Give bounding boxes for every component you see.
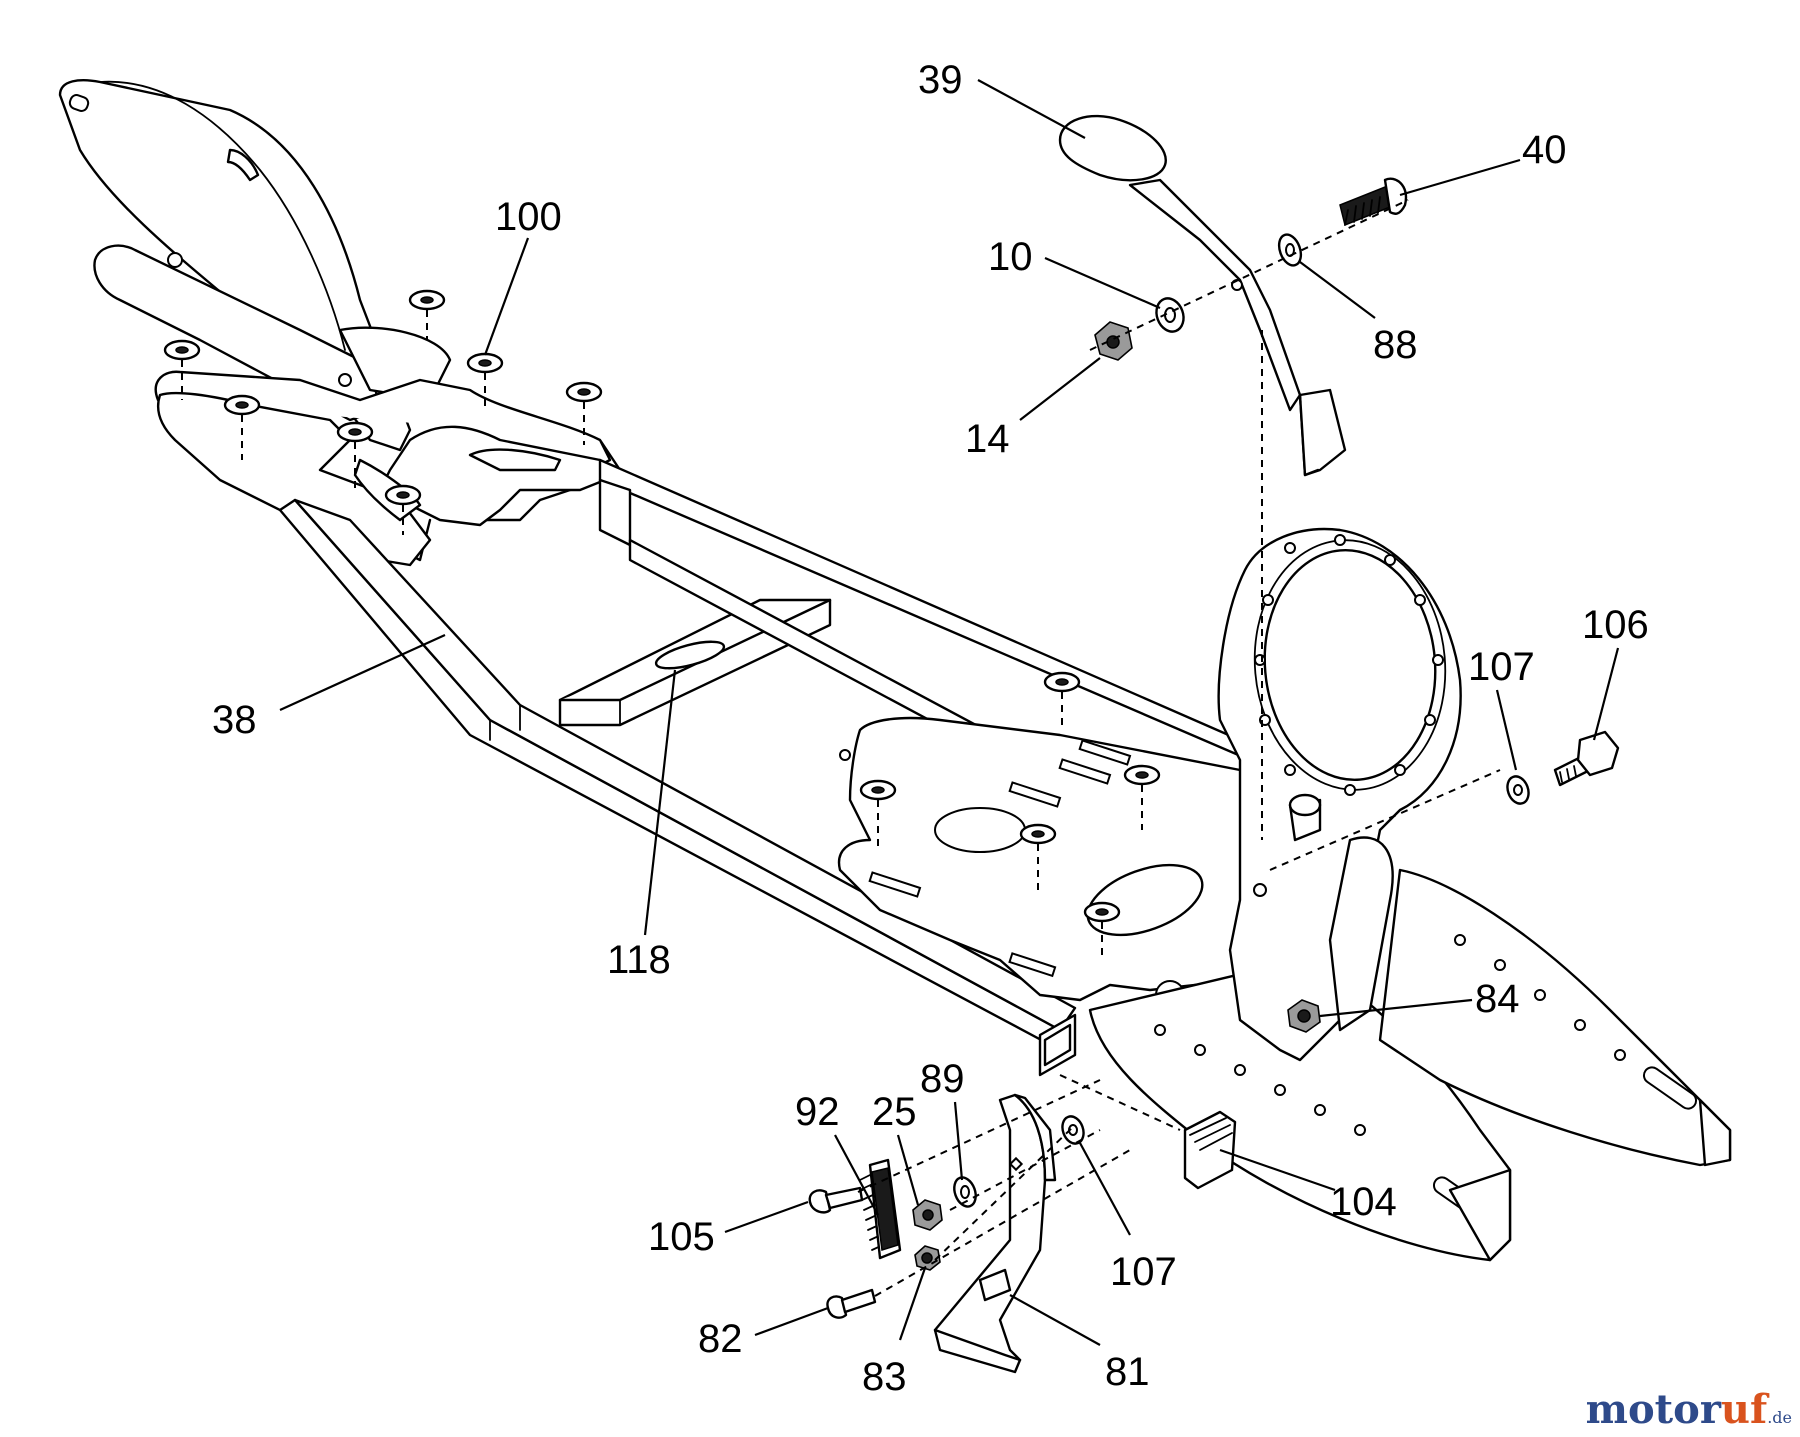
callout-39: 39 bbox=[918, 58, 963, 102]
washer-107-upper bbox=[1506, 775, 1530, 805]
callout-104: 104 bbox=[1330, 1180, 1397, 1224]
callout-83: 83 bbox=[862, 1355, 907, 1399]
callout-105: 105 bbox=[648, 1215, 715, 1259]
washer-107-lower bbox=[1061, 1115, 1085, 1145]
nut-14 bbox=[1094, 321, 1133, 361]
watermark-suffix: .de bbox=[1767, 1408, 1792, 1427]
callout-106: 106 bbox=[1582, 603, 1649, 647]
watermark-logo: motoruf.de bbox=[1586, 1386, 1792, 1433]
callout-89: 89 bbox=[920, 1057, 965, 1101]
bolt-106 bbox=[1553, 730, 1620, 787]
watermark-part2: uf bbox=[1720, 1386, 1768, 1433]
callout-38: 38 bbox=[212, 698, 257, 742]
brake-pedal bbox=[1058, 114, 1347, 477]
bolt-82 bbox=[826, 1288, 877, 1319]
callout-88: 88 bbox=[1373, 323, 1418, 367]
main-frame-rails bbox=[278, 458, 1252, 1077]
callout-81: 81 bbox=[1105, 1350, 1150, 1394]
callout-labels: 39 40 10 88 14 100 38 118 106 107 84 92 … bbox=[212, 58, 1649, 1399]
callout-82: 82 bbox=[698, 1317, 743, 1361]
plug-104 bbox=[1183, 1110, 1237, 1190]
leader-lines bbox=[279, 79, 1620, 1346]
nut-25 bbox=[912, 1199, 943, 1231]
spring-92 bbox=[859, 1158, 902, 1260]
bolt-105 bbox=[808, 1186, 864, 1214]
bracket-81 bbox=[933, 1093, 1057, 1374]
callout-10: 10 bbox=[988, 235, 1033, 279]
washer-89 bbox=[953, 1176, 977, 1208]
frame-washers bbox=[163, 289, 1161, 923]
callout-100: 100 bbox=[495, 195, 562, 239]
watermark-part1: motor bbox=[1585, 1386, 1721, 1433]
washer-dashed-lines bbox=[181, 199, 1501, 960]
nut-84 bbox=[1287, 999, 1321, 1033]
callout-84: 84 bbox=[1475, 977, 1520, 1021]
callout-118: 118 bbox=[607, 938, 671, 982]
pedal-bolt bbox=[1339, 177, 1408, 227]
callout-107-upper: 107 bbox=[1468, 645, 1535, 689]
callout-14: 14 bbox=[965, 417, 1010, 461]
washer-88-hole bbox=[1285, 243, 1295, 257]
nut-83 bbox=[914, 1245, 941, 1271]
right-fender-plates bbox=[1088, 868, 1732, 1262]
callout-92: 92 bbox=[795, 1090, 840, 1134]
transmission-mount-plate bbox=[1217, 527, 1462, 1062]
callout-25: 25 bbox=[872, 1090, 917, 1134]
callout-107-lower: 107 bbox=[1110, 1250, 1177, 1294]
callout-40: 40 bbox=[1522, 128, 1567, 172]
lower-dashed-lines bbox=[857, 1074, 1181, 1297]
